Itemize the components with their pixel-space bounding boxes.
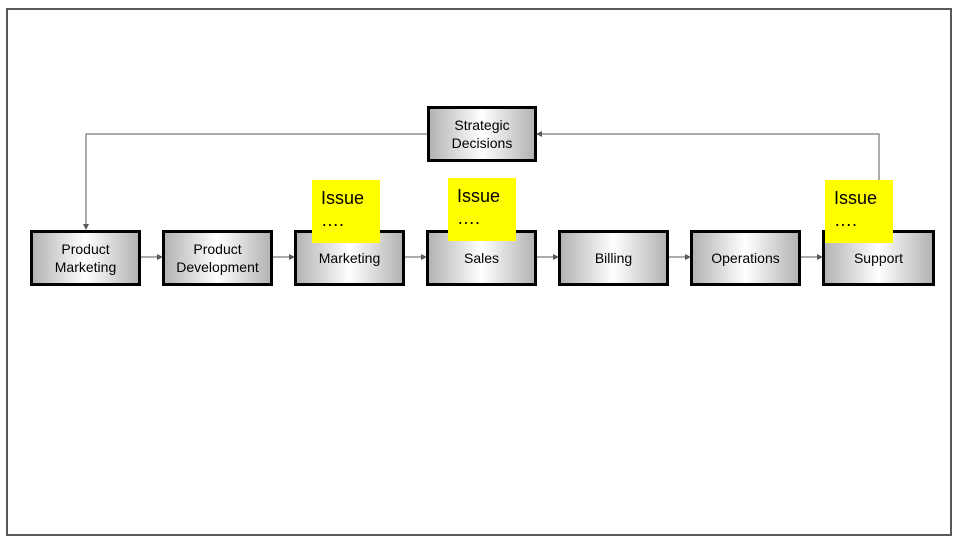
slide-frame (6, 8, 952, 536)
issue-note-sales: Issue …. (448, 178, 516, 241)
node-strategic-decisions: Strategic Decisions (427, 106, 537, 162)
node-operations: Operations (690, 230, 801, 286)
node-product-marketing: Product Marketing (30, 230, 141, 286)
edge-strategic-decisions-to-product-marketing (83, 133, 427, 230)
issue-note-marketing: Issue …. (312, 180, 380, 243)
issue-note-support: Issue …. (825, 180, 893, 243)
node-product-development: Product Development (162, 230, 273, 286)
node-billing: Billing (558, 230, 669, 286)
